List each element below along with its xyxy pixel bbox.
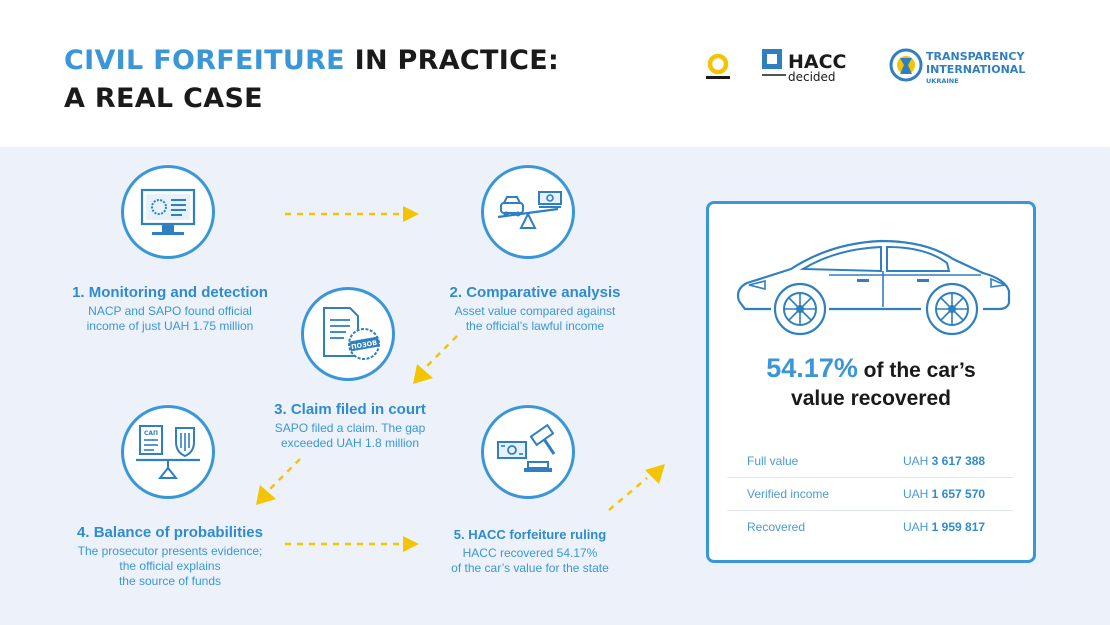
step-3: 3. Claim filed in court SAPO filed a cla… (230, 400, 470, 451)
step-2-desc-line1: Asset value compared against (454, 304, 616, 318)
step-2-desc-line2: the official’s lawful income (465, 319, 605, 333)
step-4-desc: The prosecutor presents evidence; the of… (50, 544, 290, 589)
step-3-desc-line1: SAPO filed a claim. The gap (274, 421, 426, 435)
step-1-desc-line2: income of just UAH 1.75 million (86, 319, 254, 333)
step-4-title: 4. Balance of probabilities (77, 524, 263, 541)
step-1-desc-line1: NACP and SAPO found official (88, 304, 252, 318)
car-icon (736, 239, 1011, 336)
step2-icon-circle (481, 165, 575, 259)
step-1-desc: NACP and SAPO found official income of j… (50, 304, 290, 334)
page-title: CIVIL FORFEITURE IN PRACTICE: A REAL CAS… (64, 42, 559, 118)
arrow-4-to-5 (285, 536, 419, 552)
step3-icon-circle: ПОЗОВ (301, 287, 395, 381)
step-4-desc-line1: The prosecutor presents evidence; (77, 544, 263, 558)
logos-svg: HACC decided TRANSPARENCY INTERNATIONAL … (706, 48, 1025, 85)
step5-icon-circle (481, 405, 575, 499)
gavel-money-icon (497, 423, 556, 472)
header: CIVIL FORFEITURE IN PRACTICE: A REAL CAS… (0, 0, 1110, 147)
step-4-desc-line2: the official explains (119, 559, 221, 573)
step-5-desc-line2: of the car’s value for the state (451, 561, 609, 575)
row-amount: 1 959 817 (931, 520, 986, 534)
recovery-percent: 54.17% (766, 353, 858, 383)
step-4: 4. Balance of probabilities The prosecut… (50, 523, 290, 589)
row-label: Verified income (747, 487, 830, 501)
table-row-recovered: Recovered UAH 1 959 817 (727, 511, 1013, 543)
ti-logo-line3: UKRAINE (926, 77, 959, 85)
row-label: Recovered (747, 520, 806, 534)
result-card: 54.17% of the car’s value recovered Full… (706, 201, 1036, 563)
scale-document-shield-icon: САП (136, 425, 200, 479)
step-5-desc-line1: HACC recovered 54.17% (462, 546, 598, 560)
row-value: UAH 1 959 817 (903, 520, 985, 534)
step-3-title: 3. Claim filed in court (274, 401, 426, 418)
row-value: UAH 1 657 570 (903, 487, 985, 501)
step-1-title: 1. Monitoring and detection (72, 284, 268, 301)
balance-scale-car-money-icon (497, 191, 562, 229)
step-5-title: 5. HACC forfeiture ruling (453, 527, 607, 542)
recovery-text-2: value recovered (791, 387, 951, 410)
arrow-1-to-2 (285, 206, 419, 222)
row-currency: UAH (903, 520, 932, 534)
table-row-full-value: Full value UAH 3 617 388 (727, 445, 1013, 478)
document-stamp-icon: ПОЗОВ (323, 307, 380, 360)
ti-logo-line2: INTERNATIONAL (926, 63, 1025, 76)
document-label-text: САП (144, 430, 158, 437)
step4-icon-circle: САП (121, 405, 215, 499)
arrow-2-to-3 (413, 335, 458, 384)
title-rest: IN PRACTICE: (344, 45, 560, 76)
step-3-desc-line2: exceeded UAH 1.8 million (280, 436, 420, 450)
step-2-desc: Asset value compared against the officia… (410, 304, 660, 334)
row-currency: UAH (903, 454, 932, 468)
title-highlight: CIVIL FORFEITURE (64, 45, 345, 76)
row-value: UAH 3 617 388 (903, 454, 985, 468)
step-5: 5. HACC forfeiture ruling HACC recovered… (415, 525, 645, 576)
partner-logos: HACC decided TRANSPARENCY INTERNATIONAL … (704, 44, 1054, 94)
arrow-3-to-4 (256, 458, 301, 505)
step-2-title: 2. Comparative analysis (449, 284, 621, 301)
row-label: Full value (747, 454, 799, 468)
row-currency: UAH (903, 487, 932, 501)
step-5-desc: HACC recovered 54.17% of the car’s value… (415, 546, 645, 576)
transparency-international-logo-icon: TRANSPARENCY INTERNATIONAL UKRAINE (889, 48, 1025, 85)
computer-monitor-icon (140, 188, 196, 235)
ti-logo-line1: TRANSPARENCY (926, 50, 1025, 63)
step-1: 1. Monitoring and detection NACP and SAP… (50, 283, 290, 334)
recovery-headline: 54.17% of the car’s value recovered (709, 354, 1033, 413)
hacc-logo-icon: HACC decided (762, 49, 847, 84)
step-3-desc: SAPO filed a claim. The gap exceeded UAH… (230, 421, 470, 451)
table-row-verified-income: Verified income UAH 1 657 570 (727, 478, 1013, 511)
step1-icon-circle (121, 165, 215, 259)
recovery-text-1: of the car’s (857, 359, 976, 382)
hacc-logo-text: HACC (788, 51, 847, 73)
row-amount: 1 657 570 (931, 487, 986, 501)
yellow-circle-logo-icon (706, 53, 730, 79)
step-4-desc-line3: the source of funds (118, 574, 222, 588)
step-2: 2. Comparative analysis Asset value comp… (410, 283, 660, 334)
arrow-5-to-result (608, 464, 665, 511)
row-amount: 3 617 388 (931, 454, 986, 468)
title-line2: A REAL CASE (64, 83, 263, 114)
hacc-logo-subtext: decided (788, 70, 836, 84)
